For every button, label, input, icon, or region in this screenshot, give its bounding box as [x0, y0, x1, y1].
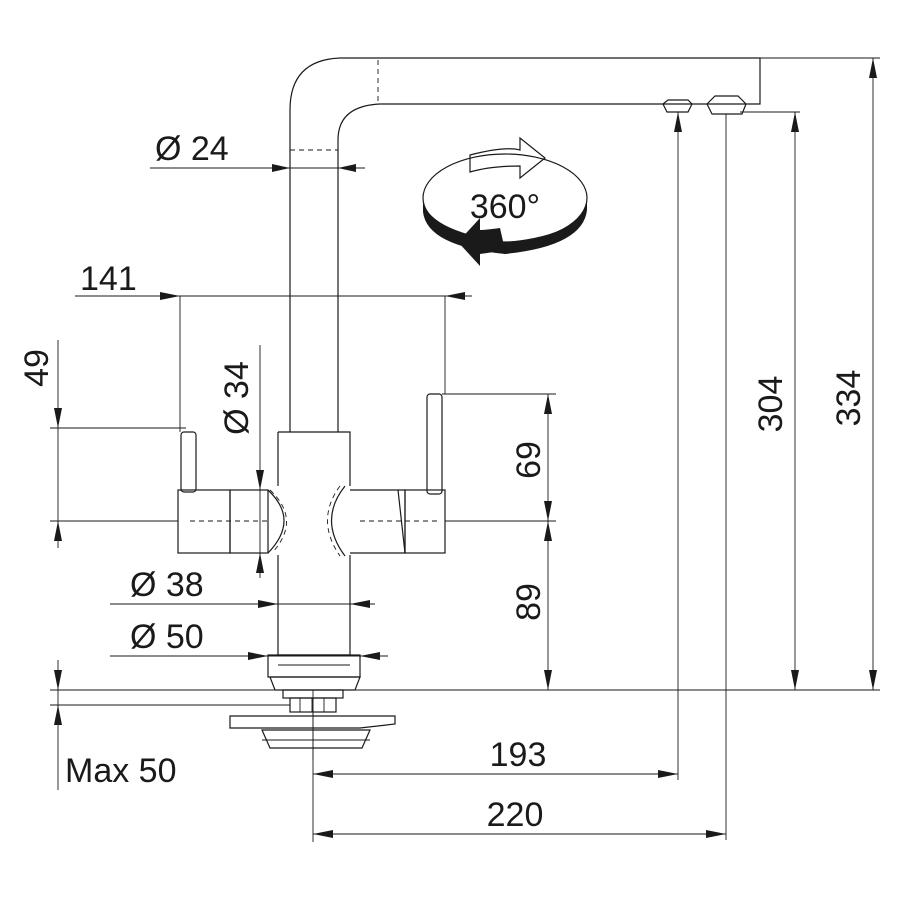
handle-span-label: 141 [80, 260, 137, 298]
base-diameter-label: Ø 50 [130, 618, 204, 656]
dim-base-diameter: Ø 50 [110, 618, 388, 660]
dim-body-diameter: Ø 38 [110, 566, 375, 608]
handle-diameter-label: Ø 34 [218, 361, 256, 435]
left-handle [177, 431, 287, 554]
dim-spout-reach: 193 [312, 112, 682, 842]
rotation-arrow-icon: 360° [422, 136, 588, 266]
rotation-label: 360° [470, 188, 540, 226]
dim-max-deck: Max 50 [54, 660, 177, 790]
spout-outlet-left [662, 99, 693, 113]
body-diameter-label: Ø 38 [130, 566, 204, 604]
dim-body-height: 89 [510, 521, 552, 690]
mounting-hardware [229, 689, 396, 760]
dim-handle-height: 49 [18, 340, 186, 548]
dim-spout-height: 304 [752, 112, 799, 690]
right-handle [327, 393, 446, 557]
total-height-label: 334 [830, 370, 868, 427]
spout-diameter-label: Ø 24 [155, 130, 229, 168]
dim-total-height: 334 [760, 57, 880, 690]
faucet-outline [177, 57, 800, 760]
dim-handle-span: 141 [75, 260, 472, 432]
dim-total-reach: 220 [313, 114, 727, 840]
total-reach-label: 220 [487, 796, 544, 834]
lever-height-label: 69 [510, 441, 548, 479]
dim-spout-diameter: Ø 24 [150, 130, 365, 172]
spout-reach-label: 193 [490, 736, 547, 774]
spout-outlet-right [706, 95, 747, 115]
body-height-label: 89 [510, 583, 548, 621]
body-column [277, 431, 351, 656]
spout-height-label: 304 [752, 376, 790, 433]
max-deck-label: Max 50 [65, 752, 177, 790]
base-collar [267, 654, 361, 691]
dim-handle-diameter: Ø 34 [218, 345, 264, 578]
handle-height-label: 49 [18, 349, 56, 387]
dim-lever-height: 69 [442, 393, 556, 522]
